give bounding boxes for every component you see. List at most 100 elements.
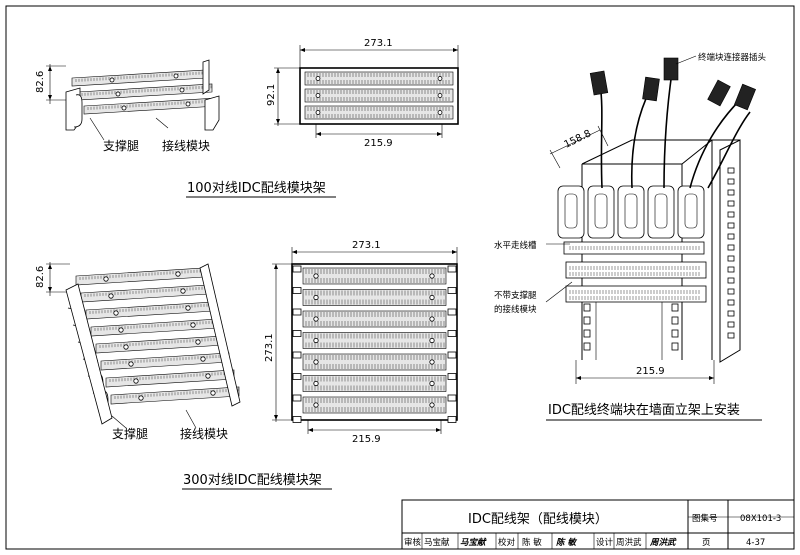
screw (429, 402, 435, 408)
rack-slot (727, 266, 735, 273)
screw (313, 316, 319, 322)
module-row (302, 375, 447, 392)
module-row (302, 353, 447, 371)
side-slot (292, 308, 302, 316)
design-signature: 周洪武 (649, 537, 677, 548)
side-slot (292, 394, 302, 402)
connector-slot (624, 193, 638, 229)
screw (429, 380, 435, 387)
screw (313, 402, 319, 408)
connector-head (647, 185, 675, 239)
dim-215-9-a: 215.9 (364, 138, 393, 149)
rack-slot (727, 233, 735, 240)
dim-273-1-v: 273.1 (264, 333, 275, 362)
rack-slot (727, 332, 735, 339)
rack-slot (727, 321, 735, 328)
screw (437, 76, 443, 81)
rack-slot (727, 211, 735, 218)
connector-head (557, 185, 585, 239)
figure-100-front: 273.1 92.1 215.9 (266, 38, 459, 149)
review-name: 马宝献 (424, 537, 450, 548)
label-horizontal-trough: 水平走线槽 (494, 240, 537, 251)
screw (179, 87, 185, 93)
title-main: IDC配线架（配线模块） (468, 512, 608, 527)
rack-slot (583, 342, 591, 351)
screw (175, 271, 181, 277)
screw (315, 76, 321, 81)
side-slot (292, 287, 302, 294)
connector-slot (684, 193, 698, 229)
figure-wall-rack: 158.8 终端块连接器插头 水平走线槽 (494, 52, 767, 384)
title-block: IDC配线架（配线模块） 图集号 08X101-3 审核 马宝献 马宝献 校对 … (401, 499, 795, 550)
rack-slot (727, 299, 735, 306)
review-label: 审核 (404, 537, 422, 548)
module-row (302, 289, 447, 306)
caption-100: 100对线IDC配线模块架 (187, 181, 326, 196)
screw (185, 101, 191, 107)
screw (313, 380, 319, 387)
rack-slot (727, 244, 735, 251)
label-terminal-plug: 终端块连接器插头 (698, 52, 767, 63)
screw (128, 361, 134, 367)
connector-slot (654, 193, 668, 229)
page-number: 4-37 (746, 538, 765, 548)
check-label: 校对 (498, 537, 516, 548)
module-row (302, 396, 447, 414)
dim-82-6-b: 82.6 (35, 266, 46, 288)
screw (313, 337, 319, 344)
screw (138, 395, 144, 401)
caption-300: 300对线IDC配线模块架 (183, 473, 322, 488)
rack-slot (583, 329, 591, 338)
design-label: 设计 (596, 537, 614, 548)
screw (315, 93, 321, 98)
design-name: 周洪武 (616, 537, 642, 548)
screw (437, 93, 443, 98)
screw (123, 344, 129, 350)
sheet-border (5, 5, 795, 550)
rack-slot (583, 303, 591, 312)
screw (121, 105, 127, 111)
side-slot (292, 330, 302, 337)
figure-100-isometric: 82.6 支撑腿 接线模块 (35, 59, 220, 153)
caption-wall: IDC配线终端块在墙面立架上安装 (548, 402, 740, 418)
module-row (302, 267, 447, 285)
rack-slot (727, 200, 735, 207)
label-wiring-module-2: 接线模块 (180, 426, 228, 441)
check-name: 陈 敏 (522, 537, 542, 548)
side-slot (447, 416, 457, 423)
screw (429, 294, 435, 301)
side-slot (447, 308, 457, 316)
figure-300-isometric: 82.6 支撑腿 接线模块 (35, 262, 241, 441)
review-signature: 马宝献 (460, 537, 487, 548)
module-row (302, 310, 447, 328)
screw (173, 73, 179, 79)
dim-215-9-c: 215.9 (636, 366, 665, 377)
side-slot (447, 287, 457, 294)
side-slot (447, 394, 457, 402)
screw (180, 288, 186, 294)
screw (185, 305, 191, 311)
screw (205, 373, 211, 379)
rack-slot (671, 329, 679, 338)
dim-215-9-b: 215.9 (352, 434, 381, 445)
rack-slot (727, 277, 735, 284)
side-slot (447, 351, 457, 359)
screw (315, 110, 321, 115)
rack-slot (727, 255, 735, 262)
screw (313, 273, 319, 279)
rack-slot (583, 316, 591, 325)
label-module-no-leg-1: 不带支撑腿 (494, 290, 537, 301)
side-slot (292, 265, 302, 273)
label-support-leg-1: 支撑腿 (103, 138, 139, 153)
screw (109, 77, 115, 83)
screw (118, 327, 124, 333)
rack-slot (727, 178, 735, 185)
screw (313, 359, 319, 365)
screw (429, 316, 435, 322)
rack-slot (671, 303, 679, 312)
label-wiring-module-1: 接线模块 (162, 138, 210, 153)
screw (108, 293, 114, 299)
rack-slot (727, 310, 735, 317)
rack-slot (727, 222, 735, 229)
